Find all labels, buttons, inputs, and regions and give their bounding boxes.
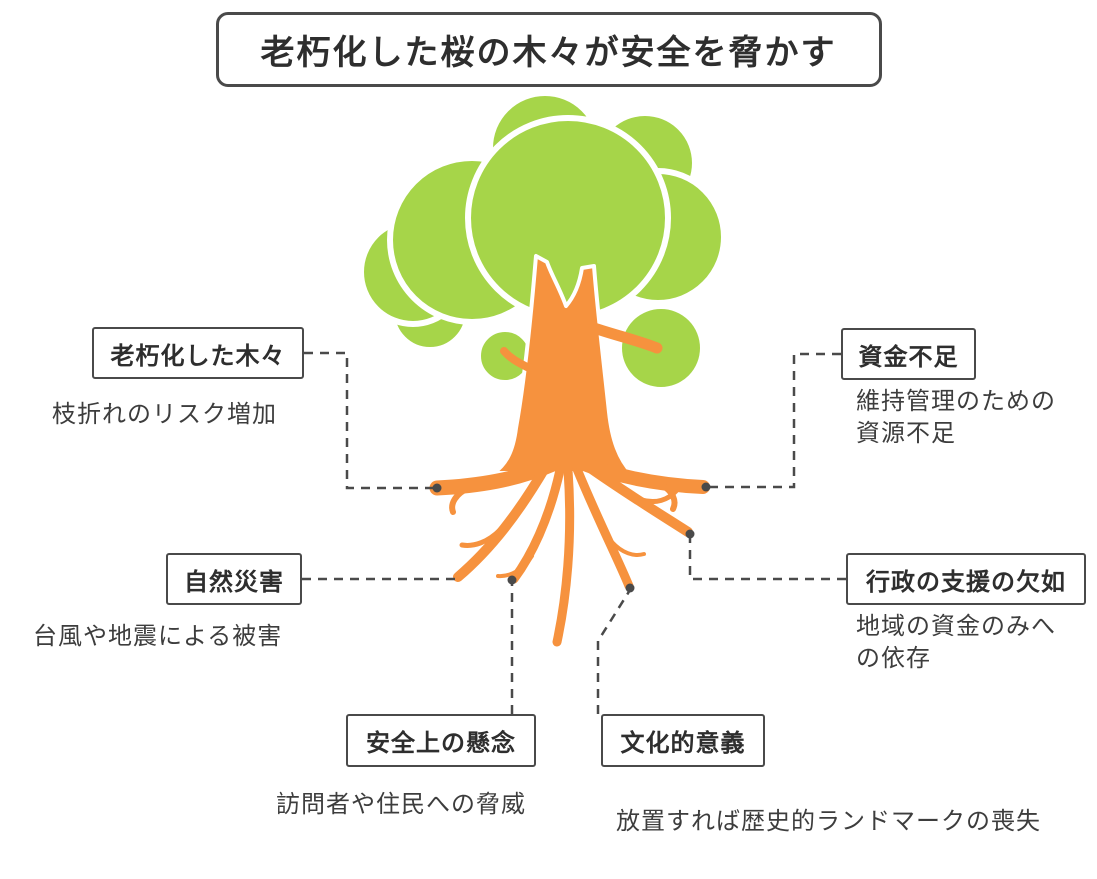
- tree-root: [496, 554, 534, 579]
- node-cultural-significance: 文化的意義: [601, 714, 765, 767]
- desc-gov-support-lack: 地域の資金のみへの依存: [856, 613, 1056, 673]
- node-funding-shortage: 資金不足: [841, 328, 976, 380]
- tree-branch: [588, 322, 663, 354]
- node-gov-support-lack: 行政の支援の欠如: [846, 553, 1086, 605]
- connector-funding-shortage: [706, 352, 841, 489]
- tree-root: [552, 465, 575, 647]
- connector-cultural-significance: [596, 589, 632, 714]
- tree-root: [572, 464, 634, 591]
- tree-trunk: [492, 254, 634, 475]
- node-natural-disaster: 自然災害: [166, 553, 302, 605]
- tree-root: [610, 540, 646, 557]
- tree-root: [569, 454, 710, 494]
- tree-root: [449, 484, 473, 515]
- node-safety-concern: 安全上の懸念: [346, 714, 536, 767]
- connector-gov-support-lack: [688, 537, 846, 581]
- desc-cultural-significance: 放置すれば歴史的ランドマークの喪失: [616, 808, 1041, 835]
- connector-dot: [701, 482, 711, 492]
- tree-root: [459, 527, 503, 548]
- desc-natural-disaster: 台風や地震による被害: [33, 623, 283, 650]
- tree-branch: [500, 347, 533, 372]
- connector-dot: [685, 529, 695, 539]
- node-safety-concern-label: 安全上の懸念: [366, 730, 516, 757]
- node-cultural-significance-label: 文化的意義: [620, 730, 746, 757]
- connector-dot: [625, 583, 635, 593]
- node-natural-disaster-label: 自然災害: [184, 568, 284, 596]
- desc-safety-concern: 訪問者や住民への脅威: [276, 791, 526, 818]
- tree-root: [659, 482, 678, 512]
- node-funding-shortage-label: 資金不足: [858, 343, 959, 371]
- node-aging-trees-label: 老朽化した木々: [110, 342, 286, 370]
- node-gov-support-lack-label: 行政の支援の欠如: [866, 568, 1066, 596]
- connector-dot: [507, 575, 517, 585]
- diagram-title: 老朽化した桜の木々が安全を脅かす: [215, 12, 882, 87]
- desc-funding-shortage: 維持管理のための資源不足: [856, 388, 1056, 448]
- node-aging-trees: 老朽化した木々: [92, 327, 304, 379]
- connector-dot: [432, 483, 442, 493]
- foliage-blob: [465, 115, 671, 321]
- tree-root: [453, 463, 550, 582]
- connector-aging-trees: [304, 351, 437, 490]
- desc-aging-trees: 枝折れのリスク増加: [52, 401, 277, 428]
